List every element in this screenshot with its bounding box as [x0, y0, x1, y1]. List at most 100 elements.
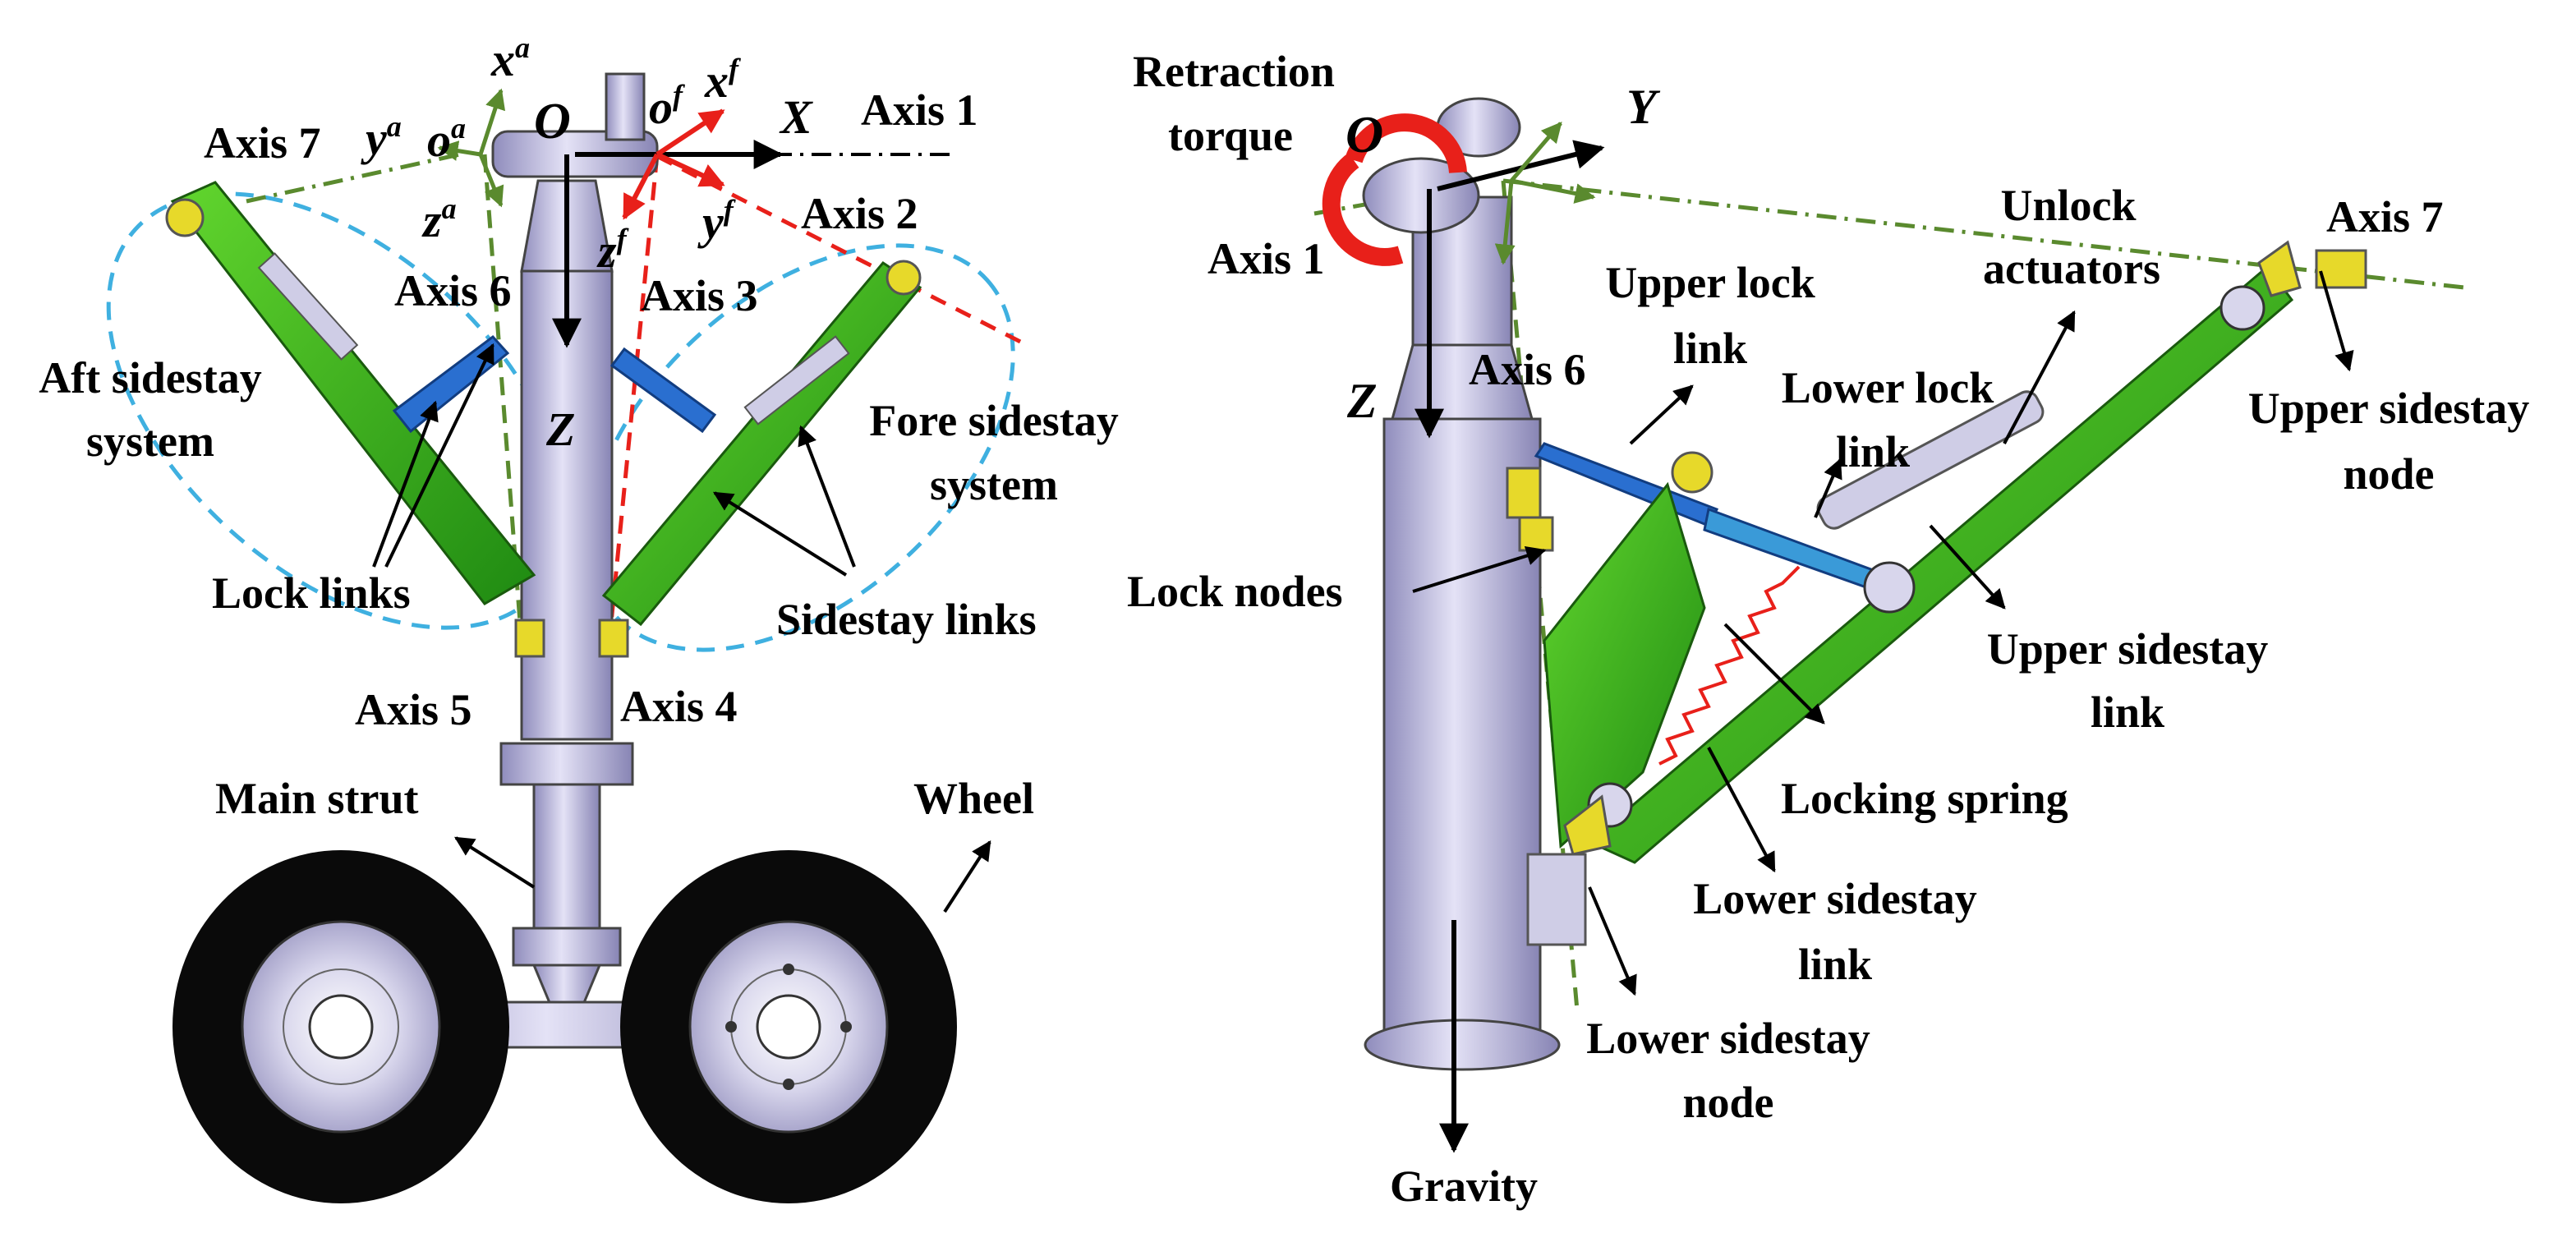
axis7-line [246, 152, 461, 204]
sidestay-links-arrow-2 [798, 425, 856, 568]
wheel-label: Wheel [913, 774, 1034, 823]
frame-ya-arrow [437, 140, 481, 161]
axis2-label: Axis 2 [801, 189, 918, 238]
fore-lower-node [598, 619, 629, 658]
frame-oa-label: oa [427, 112, 466, 167]
upper-sidestay-node-label-2: node [2343, 449, 2434, 499]
unlock-actuators-label-1: Unlock [2000, 181, 2136, 230]
right-strut-cylinder [1382, 417, 1542, 1045]
axis3-label: Axis 3 [641, 271, 758, 320]
axis1-label: Axis 1 [861, 85, 978, 135]
upper-cylinder [520, 269, 614, 741]
left-view: Axis 1 Axis 2 Axis 3 Axis 4 Axis 5 Axis … [39, 31, 1119, 1203]
locking-spring [1658, 565, 1801, 766]
axis6-green-arrow [1494, 180, 1516, 265]
lower-node-arrow [1588, 886, 1637, 996]
main-strut-label: Main strut [215, 774, 419, 823]
unlock-arrow [2003, 310, 2076, 444]
lock-node-upper [1506, 467, 1542, 519]
collar-lower [512, 927, 622, 967]
gravity-label: Gravity [1390, 1162, 1538, 1211]
main-strut-arrow [453, 836, 536, 889]
lower-sidestay-node [1563, 794, 1612, 856]
unlock-actuators-label-2: actuators [1983, 244, 2160, 293]
aft-actuator [257, 252, 359, 361]
frame-z-label: Z [545, 402, 575, 456]
frame-xa-arrow [478, 88, 506, 155]
upper-lock-link-label-2: link [1673, 324, 1747, 373]
frame-yf-arrow [656, 152, 725, 187]
lower-sidestay-link-label-1: Lower sidestay [1693, 874, 1977, 923]
axis1-green-arrow [1510, 122, 1562, 182]
lower-sidestay-link [1543, 481, 1706, 849]
frame-ya-label: ya [361, 110, 402, 165]
frame-zf-label: zf [596, 223, 629, 278]
lower-link-arrow [1707, 747, 1776, 873]
piston [532, 783, 601, 934]
axis2-line [631, 141, 1028, 347]
right-frame-z-label: Z [1346, 374, 1378, 428]
aft-sidestay-label-2: system [86, 416, 214, 466]
locking-spring-arrow [1723, 623, 1825, 724]
upper-sidestay-node [2257, 240, 2302, 297]
right-axis1-label: Axis 1 [1208, 234, 1325, 283]
left-wheel [172, 850, 509, 1203]
fore-upper-node [886, 260, 922, 296]
axis6-line [482, 154, 528, 699]
aft-sidestay-link [170, 181, 536, 605]
lower-sidestay-link-label-2: link [1798, 940, 1872, 989]
lower-node-bracket [1526, 853, 1587, 946]
lock-node-lower [1518, 516, 1554, 552]
lower-sidestay-node-label-1: Lower sidestay [1586, 1014, 1870, 1063]
frame-xf-label: xf [704, 53, 741, 108]
upper-sidestay-node-label-1: Upper sidestay [2248, 384, 2530, 433]
axis7-green-arrow [1511, 178, 1596, 204]
lock-links-arrow-1 [372, 400, 439, 568]
top-lug [605, 72, 646, 141]
sidestay-links-label: Sidestay links [776, 595, 1037, 644]
upper-lock-joint [1671, 451, 1714, 494]
right-wheel [620, 850, 957, 1203]
upper-sidestay-link [1587, 264, 2294, 864]
upper-node-arrow [2319, 270, 2354, 372]
retraction-torque-label-1: Retraction [1133, 47, 1335, 96]
axis7-label: Axis 7 [204, 118, 321, 168]
lower-lock-link-label-1: Lower lock [1782, 363, 1994, 412]
frame-zf-arrow [622, 153, 660, 220]
lock-nodes-label: Lock nodes [1127, 567, 1343, 616]
aft-lower-node [514, 619, 545, 658]
fore-sidestay-label-1: Fore sidestay [869, 396, 1118, 445]
upper-lock-arrow [1629, 384, 1694, 445]
wheel-arrow [943, 840, 991, 913]
axis5-label: Axis 5 [355, 685, 472, 734]
retraction-torque-label-2: torque [1168, 111, 1293, 160]
upper-link-arrow [1929, 524, 2006, 610]
knee-pin [1863, 561, 1916, 614]
right-axis7-label: Axis 7 [2326, 192, 2444, 242]
right-strut-base [1364, 1019, 1561, 1071]
fore-sidestay-ellipse [586, 243, 1015, 652]
locking-spring-label: Locking spring [1781, 774, 2068, 823]
upper-lock-link-label-1: Upper lock [1605, 258, 1815, 307]
aft-upper-node [165, 198, 205, 237]
lock-links-label: Lock links [212, 568, 411, 618]
lock-links-arrow-2 [384, 343, 494, 568]
frame-xa-label: xa [490, 31, 530, 86]
fore-actuator [743, 335, 850, 426]
lower-lock-link-label-2: link [1836, 427, 1910, 476]
lower-lock-arrow [1814, 458, 1842, 518]
lower-sidestay-node-label-2: node [1682, 1078, 1773, 1127]
frame-za-label: za [421, 192, 457, 247]
axis4-label: Axis 4 [620, 682, 738, 731]
right-view: Retraction torque Axis 1 Axis 6 Axis 7 O… [1127, 47, 2529, 1211]
retraction-torque-arc [1322, 113, 1467, 266]
fore-sidestay-label-2: system [930, 460, 1058, 509]
frame-origin-label: O [534, 94, 571, 150]
upper-sidestay-pin [2220, 285, 2266, 331]
axis6-label: Axis 6 [394, 266, 512, 315]
collar-upper [499, 742, 634, 786]
sidestay-links-arrow-1 [712, 491, 848, 577]
frame-yf-label: yf [697, 194, 736, 249]
frame-of-label: of [649, 79, 685, 134]
